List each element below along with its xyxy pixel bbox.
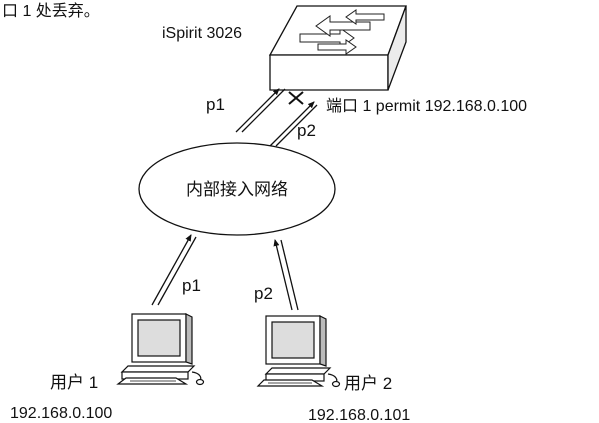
computer-icon-user1: [116, 313, 205, 386]
top-note: 口 1 处丢弃。: [2, 2, 100, 20]
user1-ip-label: 192.168.0.100: [10, 405, 112, 422]
user1-path: [151, 234, 197, 306]
user1-path-label: p1: [182, 276, 201, 295]
network-label: 内部接入网络: [186, 180, 288, 199]
user1-name-label: 用户 1: [50, 373, 98, 392]
port-rule-label: 端口 1 permit 192.168.0.100: [326, 97, 527, 115]
switch-model-label: iSpirit 3026: [162, 25, 242, 42]
switch-icon: [268, 5, 407, 91]
user2-path-label: p2: [254, 284, 273, 303]
uplink-p1-label: p1: [206, 95, 225, 114]
user2-name-label: 用户 2: [344, 374, 392, 393]
drop-mark-icon: [288, 91, 304, 105]
network-cloud: [138, 142, 336, 236]
uplink-path-p2: [269, 101, 318, 147]
uplink-path-p1: [235, 88, 286, 133]
computer-icon-user2: [256, 315, 341, 388]
user2-ip-label: 192.168.0.101: [308, 407, 410, 423]
user2-path: [273, 239, 299, 311]
uplink-p2-label: p2: [297, 121, 316, 140]
